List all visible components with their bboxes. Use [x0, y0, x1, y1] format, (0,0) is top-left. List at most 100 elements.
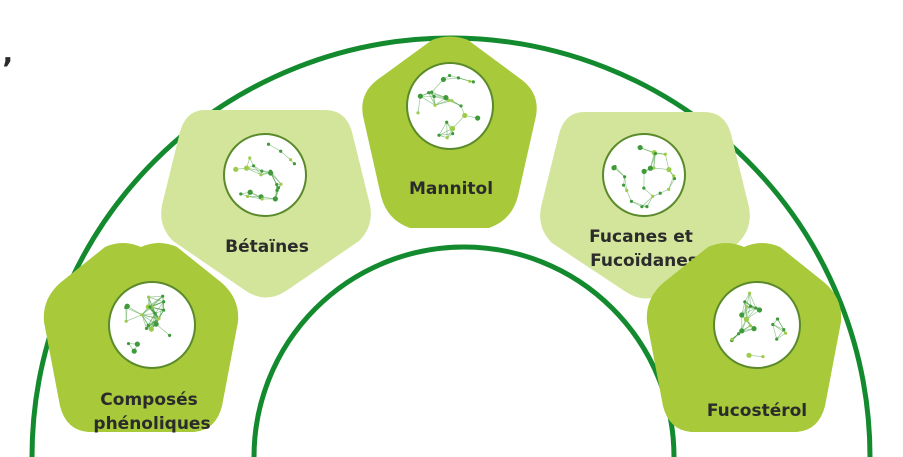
network-node — [462, 112, 468, 119]
network-node — [468, 79, 472, 83]
network-node — [783, 331, 788, 335]
network-link — [280, 150, 291, 161]
network-node — [653, 151, 658, 156]
mannitol-label-line-1: Mannitol — [409, 179, 493, 199]
betaines-label: Bétaïnes — [225, 237, 309, 257]
fucanes-network-icon — [611, 144, 677, 209]
network-node — [640, 205, 644, 209]
fucanes-label: Fucanes et Fucoïdanes — [589, 227, 699, 271]
network-node — [239, 192, 243, 196]
node-mannitol: Mannitol — [362, 36, 537, 228]
network-link — [268, 143, 281, 152]
network-node — [148, 326, 154, 332]
network-link — [626, 190, 632, 202]
network-link — [746, 309, 760, 320]
network-node — [621, 183, 626, 187]
network-node — [140, 313, 144, 317]
network-node — [459, 104, 463, 108]
network-node — [737, 332, 741, 336]
network-node — [623, 175, 627, 179]
network-node — [144, 326, 149, 331]
network-node — [775, 337, 779, 341]
network-node — [672, 174, 676, 178]
composes-label-line-1: Composés — [100, 390, 197, 410]
network-link — [141, 314, 147, 329]
network-link — [664, 154, 670, 170]
network-link — [643, 187, 653, 197]
node-betaines: Bétaïnes — [161, 110, 371, 298]
network-node — [739, 312, 745, 318]
network-node — [276, 186, 280, 190]
composes-label: Composés phénoliques — [93, 390, 210, 434]
network-node — [447, 73, 452, 78]
network-node — [445, 136, 449, 140]
network-node — [748, 324, 752, 328]
network-node — [449, 125, 456, 132]
network-link — [772, 324, 786, 334]
network-node — [743, 316, 750, 322]
network-link — [438, 122, 447, 136]
network-node — [746, 352, 752, 358]
network-node — [658, 191, 662, 195]
network-node — [168, 333, 172, 337]
network-link — [624, 176, 628, 191]
network-link — [148, 296, 164, 303]
network-link — [141, 314, 149, 326]
network-node — [756, 307, 763, 313]
network-node — [641, 168, 647, 174]
network-node — [259, 173, 263, 177]
network-link — [417, 96, 421, 113]
fucosterol-label: Fucostérol — [707, 401, 807, 421]
network-node — [161, 294, 165, 298]
network-node — [279, 149, 283, 153]
network-link — [631, 201, 648, 207]
network-node — [782, 328, 786, 332]
network-link — [452, 115, 466, 129]
network-link — [776, 332, 786, 340]
network-link — [428, 92, 436, 106]
network-node — [642, 186, 646, 190]
network-node — [672, 176, 677, 181]
node-fucosterol: Fucostérol — [646, 243, 842, 432]
network-node — [279, 182, 283, 186]
network-link — [420, 95, 436, 106]
network-link — [141, 314, 160, 319]
network-node — [233, 166, 239, 172]
network-node — [754, 306, 758, 310]
network-link — [631, 201, 643, 207]
network-link — [451, 100, 462, 107]
network-node — [475, 115, 481, 121]
network-link — [655, 153, 666, 155]
network-node — [443, 95, 449, 101]
network-node — [134, 341, 140, 347]
node-composes: Composés phénoliques — [43, 243, 239, 434]
network-link — [749, 293, 751, 307]
composes-label-line-2: phénoliques — [93, 414, 210, 434]
node-fucanes: Fucanes et Fucoïdanes — [540, 112, 750, 299]
network-node — [147, 295, 151, 299]
network-node — [629, 199, 634, 203]
network-node — [153, 321, 159, 327]
network-link — [141, 313, 156, 316]
corner-mark: ’ — [2, 52, 14, 87]
network-node — [124, 319, 128, 323]
network-node — [667, 187, 671, 191]
network-link — [749, 293, 757, 309]
network-node — [124, 303, 130, 309]
fucosterol-network-icon — [730, 291, 788, 359]
network-node — [761, 355, 765, 359]
network-link — [431, 92, 436, 106]
network-node — [647, 165, 654, 171]
network-node — [748, 304, 753, 308]
network-node — [440, 76, 447, 83]
network-link — [653, 153, 656, 169]
network-node — [252, 164, 256, 168]
fucanes-label-line-1: Fucanes et — [589, 227, 693, 247]
fucosterol-label-line-1: Fucostérol — [707, 401, 807, 421]
network-link — [746, 293, 750, 307]
network-link — [438, 133, 453, 136]
network-link — [741, 307, 757, 316]
network-link — [772, 324, 778, 340]
network-node — [260, 197, 264, 201]
